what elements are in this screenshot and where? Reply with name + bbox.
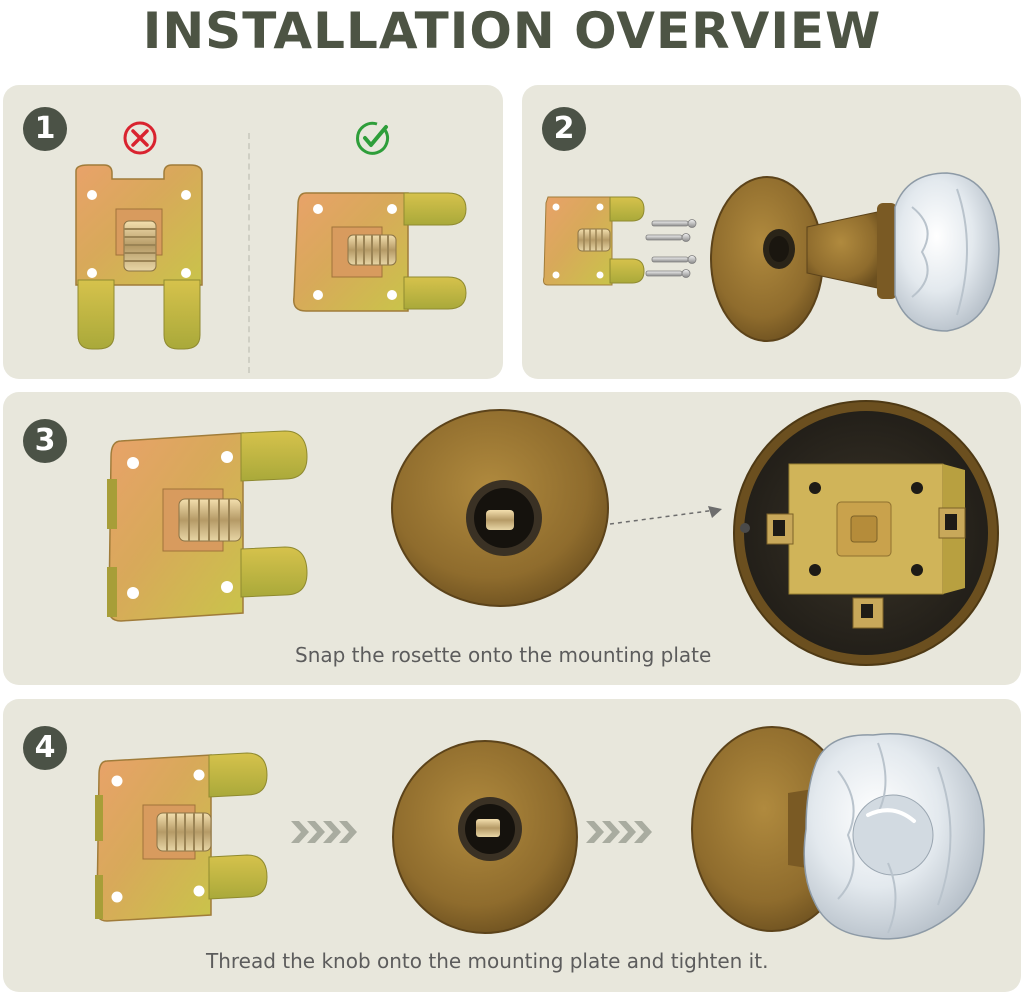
dashed-arrow	[609, 506, 722, 525]
step-1-panel: 1	[3, 85, 503, 379]
comparison-divider	[248, 133, 250, 373]
step-4-caption: Thread the knob onto the mounting plate …	[206, 949, 769, 973]
cross-circle-icon	[123, 121, 157, 155]
plate-snapped-in-rosette	[733, 400, 999, 666]
step-3-panel: 3 Snap the rosette	[3, 392, 1021, 685]
mounting-plate	[95, 752, 268, 922]
screws-icon	[645, 219, 697, 278]
step-3-caption: Snap the rosette onto the mounting plate	[295, 643, 712, 667]
rosette-and-knob-assembly	[710, 172, 1000, 342]
mounting-plate-correct-orientation	[293, 192, 467, 312]
rosette-front	[392, 740, 578, 934]
step-4-panel: 4	[3, 699, 1021, 992]
step-2-badge: 2	[542, 107, 586, 151]
step-3-badge: 3	[23, 419, 67, 463]
rosette-back-view	[391, 409, 609, 607]
mounting-plate-wrong-orientation	[75, 164, 203, 350]
mounting-plate	[543, 196, 645, 286]
step-4-badge: 4	[23, 726, 67, 770]
chevron-right-icon	[291, 821, 357, 843]
step-1-badge: 1	[23, 107, 67, 151]
check-circle-icon	[356, 121, 390, 155]
page-title: INSTALLATION OVERVIEW	[142, 2, 882, 60]
installed-knob	[691, 726, 985, 940]
mounting-plate	[107, 430, 308, 622]
step-2-panel: 2	[522, 85, 1021, 379]
chevron-right-icon	[586, 821, 652, 843]
